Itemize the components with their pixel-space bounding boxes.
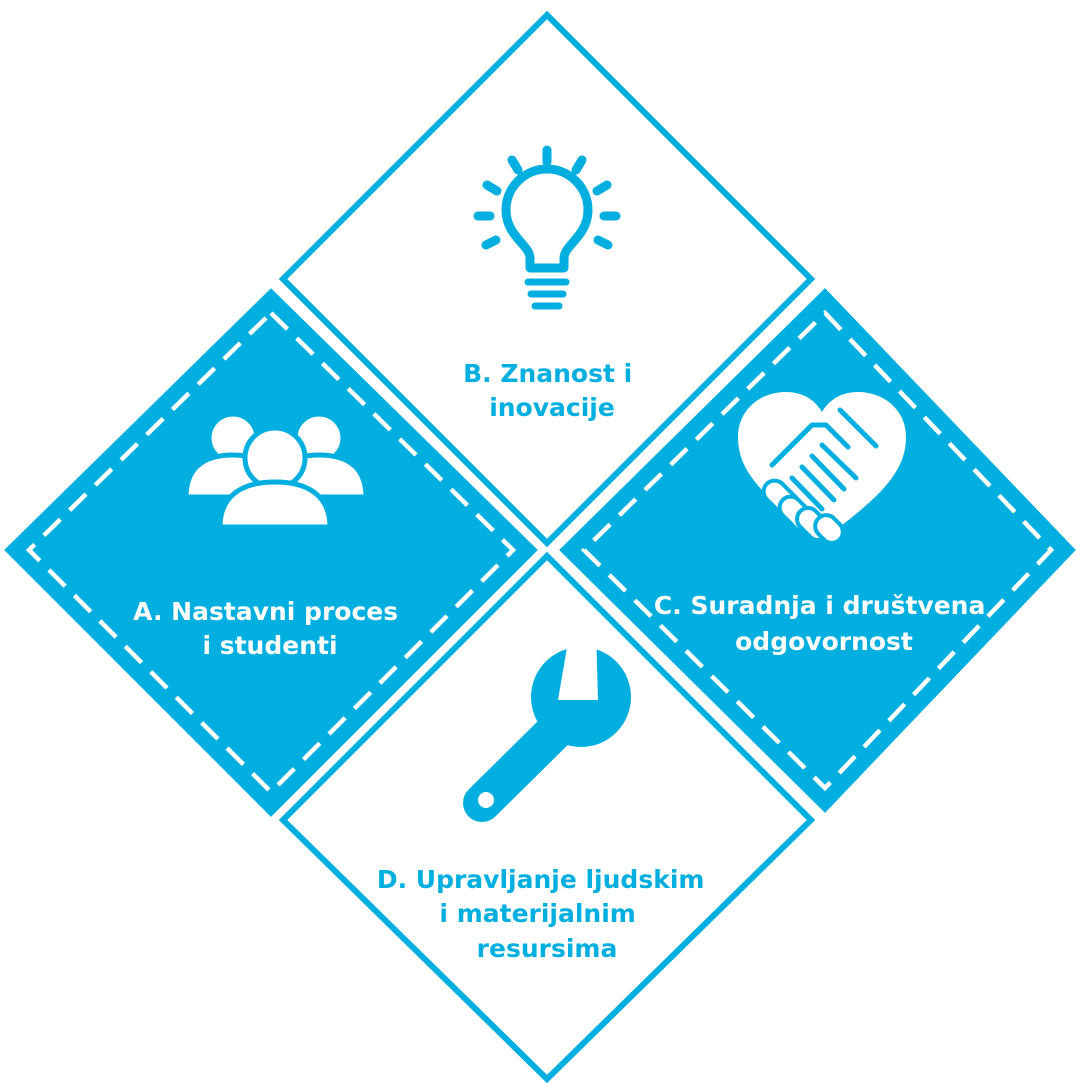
quadrant-c-title-line1: C. Suradnja i društvena	[654, 591, 985, 620]
quadrant-b-title-line2: inovacije	[489, 393, 615, 422]
svg-text:A. Nastavni proces i stu: A. Nastavni proces i studenti	[133, 597, 407, 660]
quadrant-c-diamond	[559, 288, 1076, 813]
quadrant-b: B. Znanost i inovacije	[278, 10, 816, 548]
quadrant-d-title-line3: resursima	[477, 934, 618, 963]
quadrant-d: D. Upravljanje ljudskim i materijalnim r…	[278, 551, 816, 1083]
quadrant-c-title-line2: odgovornost	[735, 627, 913, 656]
quadrant-d-diamond	[278, 551, 816, 1083]
svg-text:C. Suradnja i društvena: C. Suradnja i društvena odgovornost	[654, 591, 994, 656]
quadrant-d-title-line2: i materijalnim	[439, 899, 635, 928]
people-group-icon	[183, 411, 369, 530]
quadrant-b-title-line1: B. Znanost i	[463, 359, 632, 388]
quadrant-a-dashed-border	[25, 309, 517, 796]
svg-text:D. Upravljanje ljudskim: D. Upravljanje ljudskim i materijalnim r…	[377, 865, 713, 963]
quadrant-d-title-line1: D. Upravljanje ljudskim	[377, 865, 705, 894]
quadrant-c: C. Suradnja i društvena odgovornost	[559, 288, 1076, 813]
quadrant-a-diamond	[4, 288, 538, 817]
svg-text:B. Znanost i inovacije: B. Znanost i inovacije	[463, 359, 641, 422]
handshake-heart-icon	[738, 392, 906, 545]
quadrant-c-dashed-border	[580, 309, 1055, 792]
lightbulb-icon	[473, 145, 621, 310]
wrench-icon	[463, 630, 631, 822]
quadrant-a-title-line2: i studenti	[202, 631, 337, 660]
quadrant-a: A. Nastavni proces i studenti	[4, 288, 538, 817]
quadrant-a-title-line1: A. Nastavni proces	[133, 597, 398, 626]
